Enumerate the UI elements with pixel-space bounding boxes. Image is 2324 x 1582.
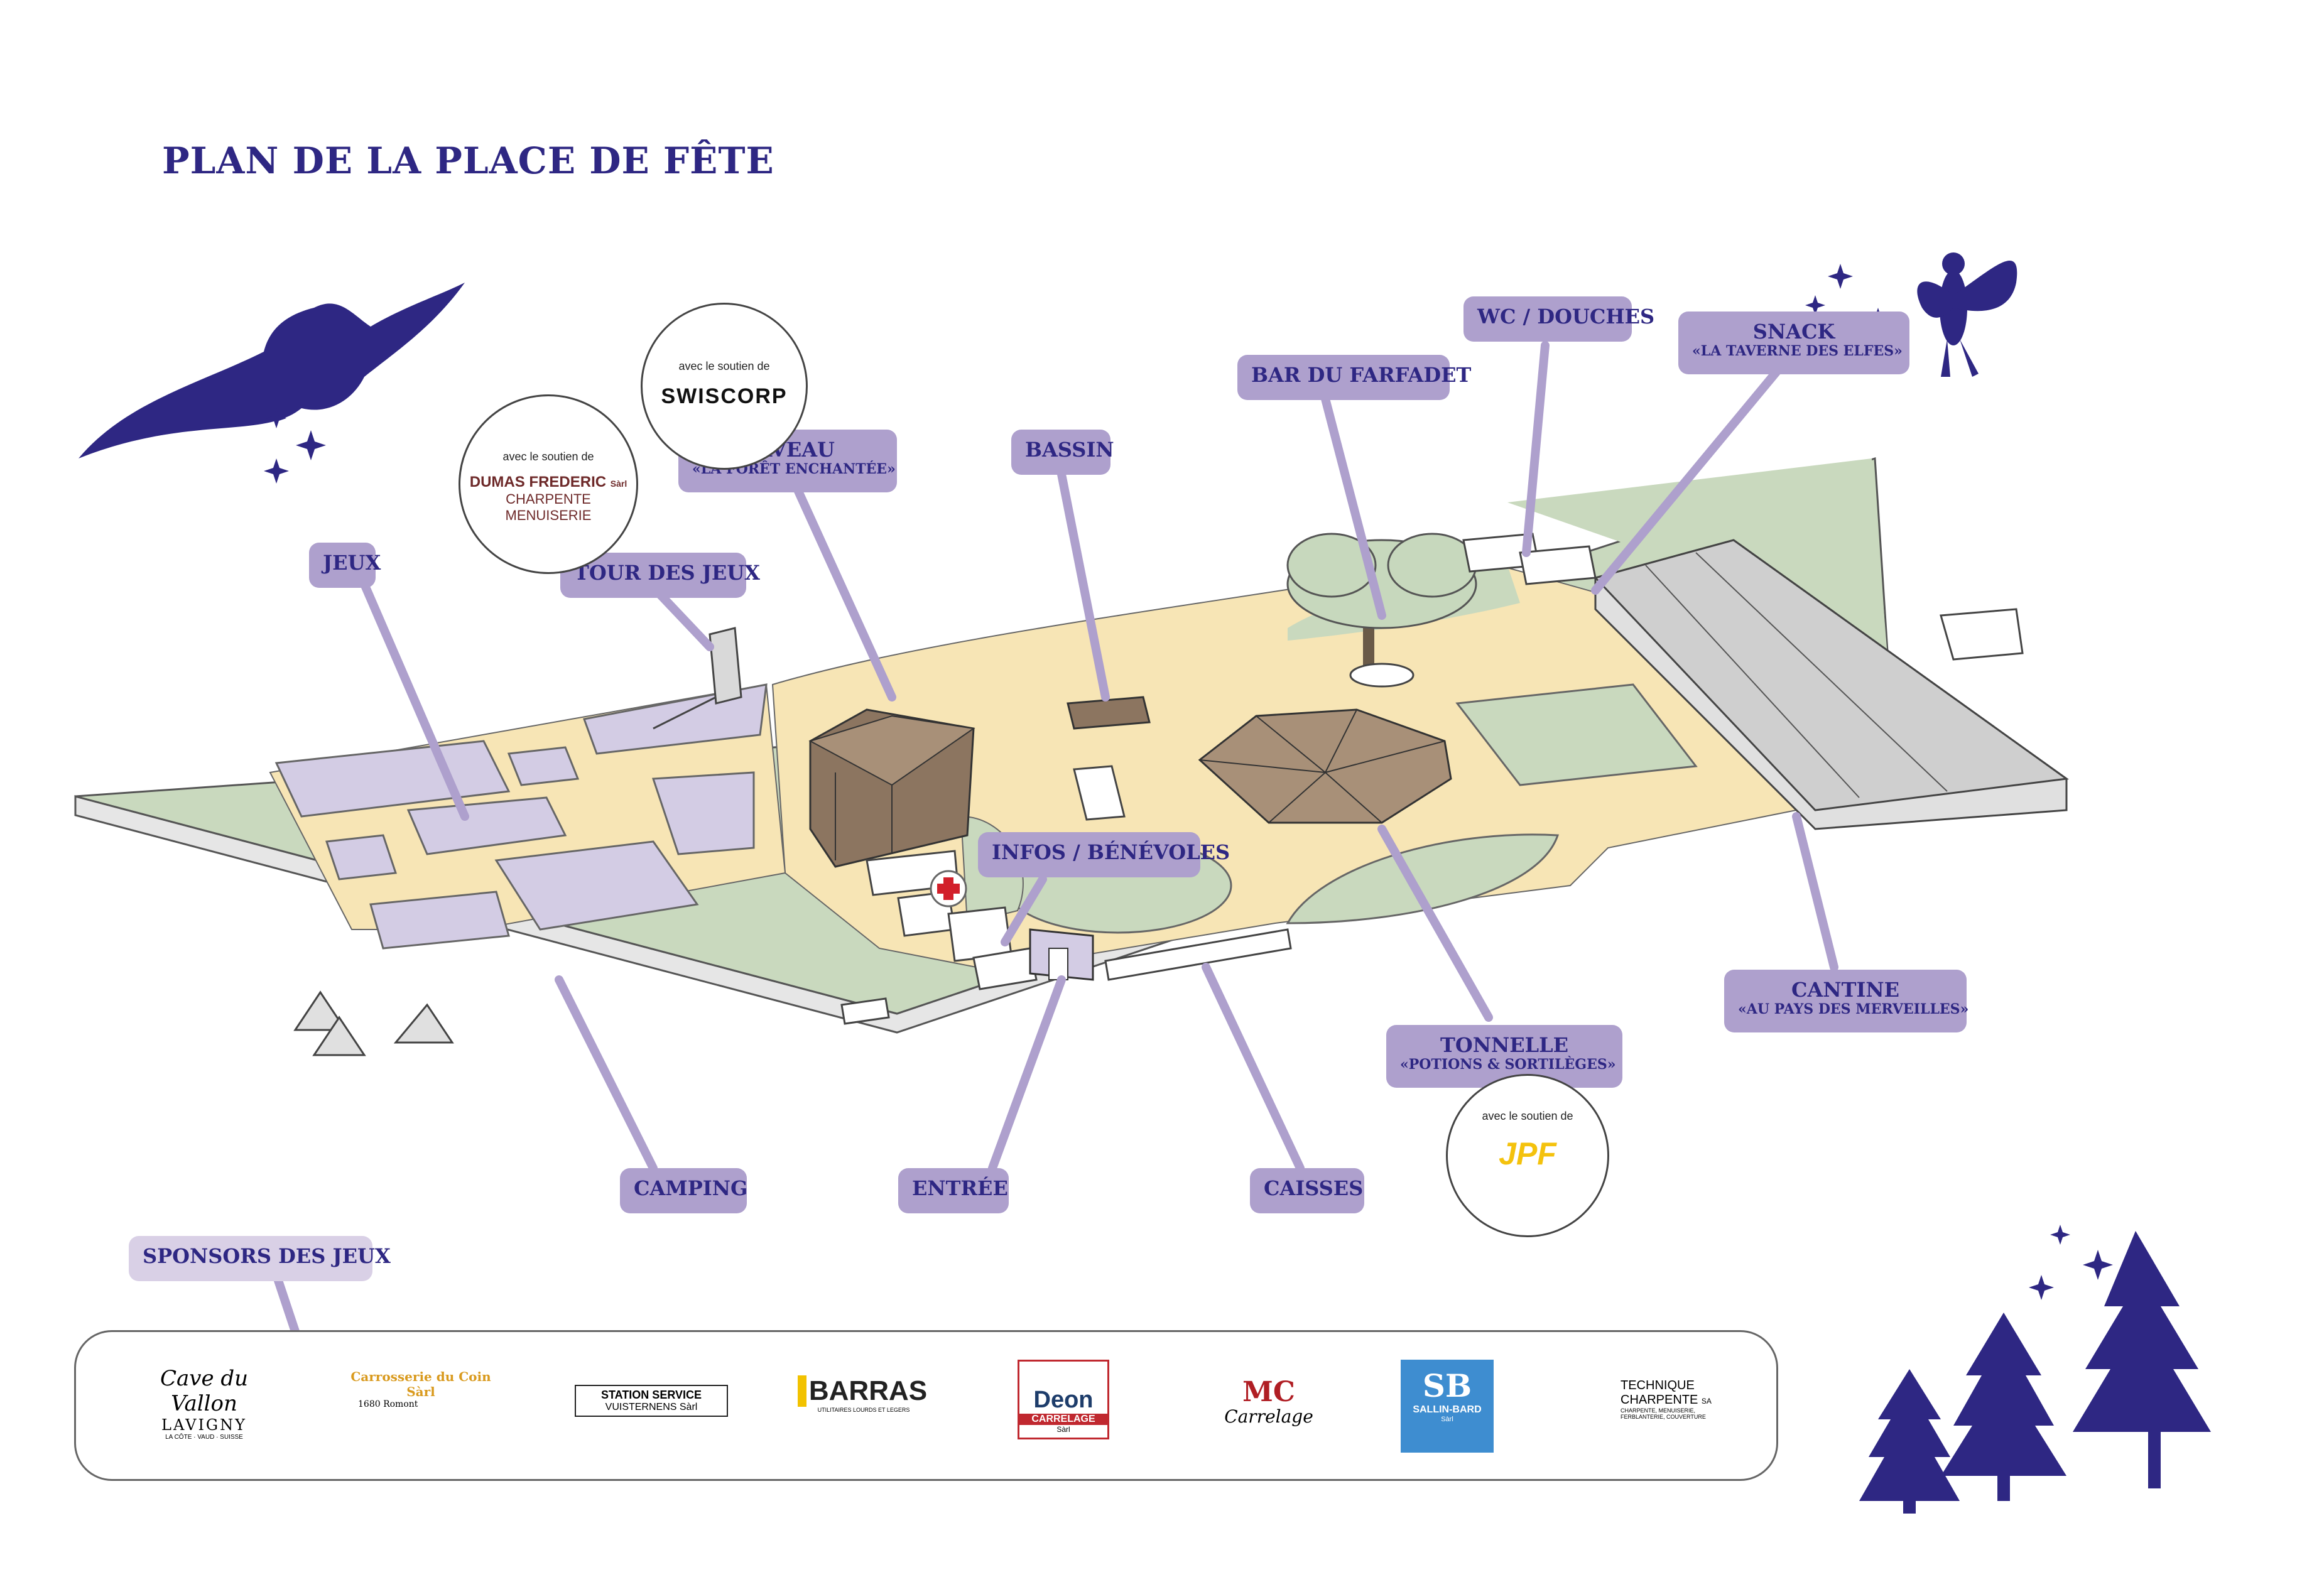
label-caisses: CAISSES (1250, 1168, 1364, 1213)
sponsor-carrosserie: Carrosserie du Coin Sàrl 1680 Romont (350, 1369, 491, 1409)
support-circle-jpf: avec le soutien de JPF (1446, 1074, 1609, 1237)
label-entree: ENTRÉE (898, 1168, 1009, 1213)
sponsor-cave-du-vallon: Cave du Vallon LAVIGNY LA CÔTE · VAUD · … (160, 1366, 249, 1441)
caveau-hut (808, 708, 975, 868)
label-bar-du-farfadet: BAR DU FARFADET (1237, 355, 1471, 400)
tonnelle-pavilion (1198, 708, 1452, 824)
label-tonnelle: TONNELLE «POTIONS & SORTILÈGES» (1386, 1025, 1622, 1088)
sponsor-technique-charpente: TECHNIQUE CHARPENTE SA CHARPENTE, MENUIS… (1621, 1379, 1712, 1420)
play-areas (274, 683, 768, 950)
support-circle-swiscorp: avec le soutien de SWISCORP (641, 303, 808, 470)
swiscorp-logo: SWISCORP (661, 384, 788, 408)
camping-tents (293, 990, 454, 1056)
label-tour-des-jeux: TOUR DES JEUX (560, 553, 760, 598)
game-tower (653, 627, 742, 730)
sponsor-station-service: STATION SERVICE VUISTERNENS Sàrl (575, 1385, 728, 1417)
label-sponsors-des-jeux: SPONSORS DES JEUX (129, 1236, 391, 1281)
first-aid-icon (930, 870, 967, 907)
label-infos-benevoles: INFOS / BÉNÉVOLES (978, 832, 1230, 877)
label-jeux: JEUX (309, 543, 381, 588)
sponsor-sallin-bard: SB SALLIN-BARD Sàrl (1401, 1360, 1494, 1453)
cantine-hall (1594, 539, 2069, 830)
tree (1286, 533, 1477, 688)
label-snack: SNACK «LA TAVERNE DES ELFES» (1678, 312, 1909, 374)
label-wc-douches: WC / DOUCHES (1463, 296, 1654, 342)
pine-trees-icon (1859, 1231, 2211, 1514)
dragon-icon (79, 283, 465, 458)
page-title: PLAN DE LA PLACE DE FÊTE (162, 139, 774, 182)
label-cantine: CANTINE «AU PAYS DES MERVEILLES» (1724, 970, 1968, 1032)
label-bassin: BASSIN (1011, 430, 1114, 475)
jpf-logo: JPF (1499, 1136, 1556, 1171)
entrance-gate (1029, 928, 1094, 981)
sponsor-deon: Deon CARRELAGE Sàrl (1018, 1360, 1109, 1439)
sponsor-barras: BARRAS UTILITAIRES LOURDS ET LEGERS (798, 1375, 930, 1413)
support-circle-dumas: avec le soutien de DUMAS FREDERIC Sàrl C… (459, 394, 638, 574)
fairy-icon (1917, 252, 2017, 377)
label-camping: CAMPING (620, 1168, 747, 1213)
sponsors-panel (74, 1330, 1778, 1481)
sponsor-mc-carrelage: MC Carrelage (1224, 1376, 1313, 1428)
